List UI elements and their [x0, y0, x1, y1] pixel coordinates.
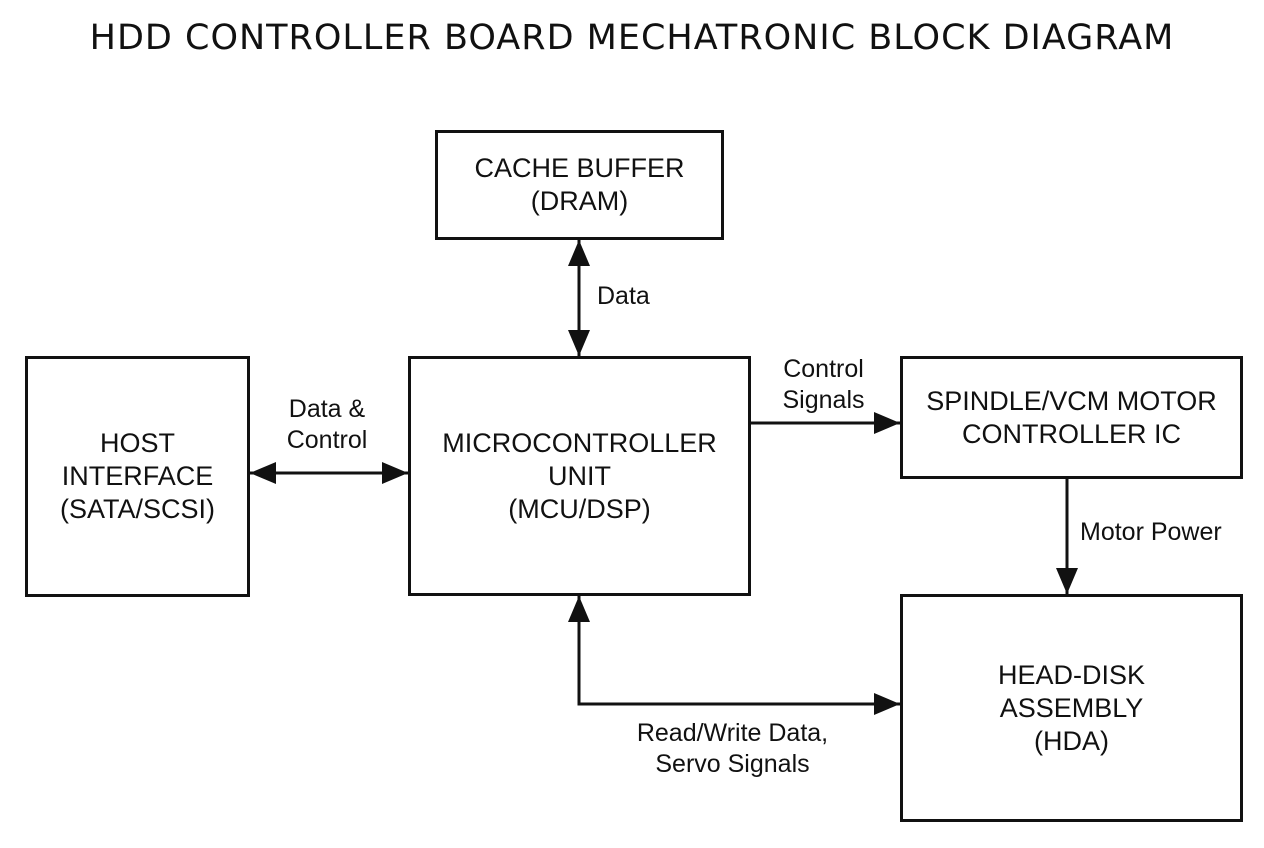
block-motor-controller-label: SPINDLE/VCM MOTOR CONTROLLER IC — [926, 385, 1217, 449]
arrowhead-motor-end — [874, 412, 900, 434]
edge-label-motor-hda: Motor Power — [1080, 518, 1222, 546]
block-cache-buffer: CACHE BUFFER (DRAM) — [435, 130, 724, 240]
block-head-disk-assembly-label: HEAD-DISK ASSEMBLY (HDA) — [997, 659, 1146, 756]
arrowhead-cache-end — [568, 240, 590, 266]
diagram-title: HDD CONTROLLER BOARD MECHATRONIC BLOCK D… — [89, 18, 1175, 58]
arrowhead-hda-left-end — [874, 693, 900, 715]
block-microcontroller-unit: MICROCONTROLLER UNIT (MCU/DSP) — [408, 356, 751, 596]
arrowhead-mcu-bottom-end — [568, 596, 590, 622]
connector-mcu-hda — [577, 596, 900, 706]
arrowhead-mcu-left-end — [382, 462, 408, 484]
block-host-interface: HOST INTERFACE (SATA/SCSI) — [25, 356, 250, 597]
arrowhead-hda-top-end — [1056, 568, 1078, 594]
arrowhead-mcu-top-end — [568, 330, 590, 356]
edge-label-mcu-motor: Control Signals — [782, 355, 865, 414]
block-motor-controller: SPINDLE/VCM MOTOR CONTROLLER IC — [900, 356, 1243, 479]
block-microcontroller-unit-label: MICROCONTROLLER UNIT (MCU/DSP) — [442, 427, 717, 524]
edge-label-host-mcu: Data & Control — [286, 395, 368, 454]
block-cache-buffer-label: CACHE BUFFER (DRAM) — [474, 153, 685, 216]
block-host-interface-label: HOST INTERFACE (SATA/SCSI) — [59, 428, 215, 524]
edge-label-mcu-hda: Read/Write Data, Servo Signals — [636, 719, 829, 778]
block-head-disk-assembly: HEAD-DISK ASSEMBLY (HDA) — [900, 594, 1243, 822]
edge-label-cache-mcu: Data — [597, 282, 650, 310]
arrowhead-host-end — [250, 462, 276, 484]
